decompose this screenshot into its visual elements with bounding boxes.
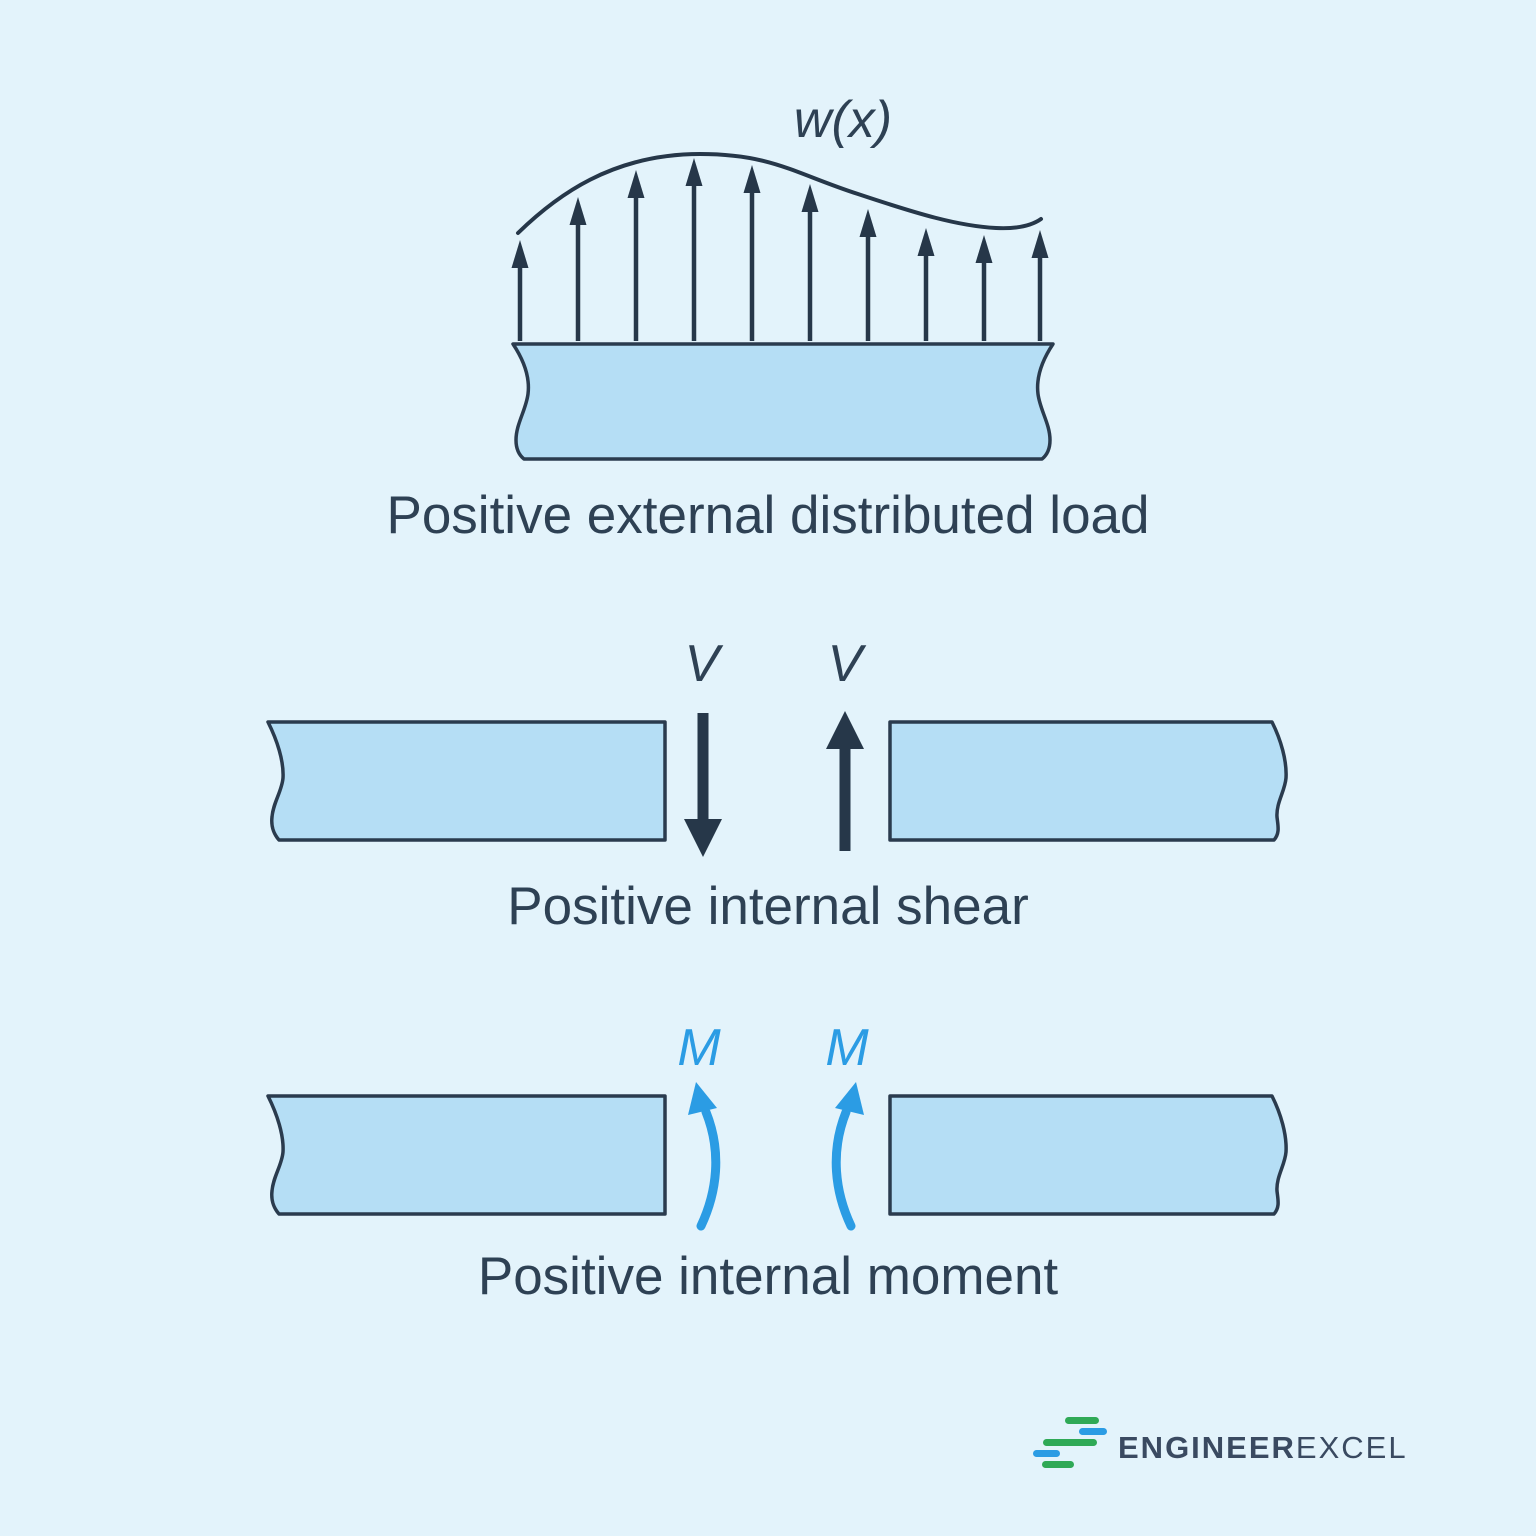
load-arrow <box>511 240 529 341</box>
load-arrow <box>859 209 877 341</box>
engineerexcel-logo-icon <box>1033 1417 1107 1468</box>
load-arrow <box>569 197 587 341</box>
load-arrow <box>627 170 645 341</box>
beam-segment-left <box>266 1094 667 1216</box>
beam-segment-left <box>266 720 667 842</box>
engineerexcel-logo: ENGINEEREXCEL <box>1030 1408 1440 1476</box>
beam-segment <box>511 342 1055 461</box>
beam-segment-right <box>888 720 1288 842</box>
internal-shear-caption: Positive internal shear <box>507 877 1029 936</box>
shear-label-right: V <box>827 635 863 693</box>
shear-label-left: V <box>684 635 720 693</box>
load-arrow <box>975 235 993 341</box>
load-intensity-curve <box>516 151 1043 235</box>
load-arrows <box>511 158 1049 341</box>
moment-label-right: M <box>825 1019 869 1077</box>
logo-text-excel: EXCEL <box>1295 1430 1408 1465</box>
logo-text-engineer: ENGINEER <box>1118 1430 1296 1465</box>
internal-moment-figure <box>266 1094 1288 1216</box>
moment-label-left: M <box>677 1019 721 1077</box>
internal-shear-figure <box>266 711 1288 857</box>
load-arrow <box>743 165 761 341</box>
shear-arrow-up <box>826 711 864 851</box>
load-arrow <box>917 228 935 341</box>
distributed-load-caption: Positive external distributed load <box>386 486 1150 545</box>
load-arrow <box>801 184 819 341</box>
moment-arrow-cw <box>831 1082 864 1231</box>
load-arrow <box>685 158 703 341</box>
moment-arrow-ccw <box>688 1082 721 1231</box>
logo-wordmark: ENGINEEREXCEL <box>1118 1430 1408 1466</box>
distributed-load-figure <box>511 151 1055 461</box>
beam-segment-right <box>888 1094 1288 1216</box>
internal-moment-caption: Positive internal moment <box>477 1247 1059 1306</box>
shear-arrow-down <box>684 713 722 857</box>
load-arrow <box>1031 230 1049 341</box>
load-function-label: w(x) <box>793 91 893 149</box>
